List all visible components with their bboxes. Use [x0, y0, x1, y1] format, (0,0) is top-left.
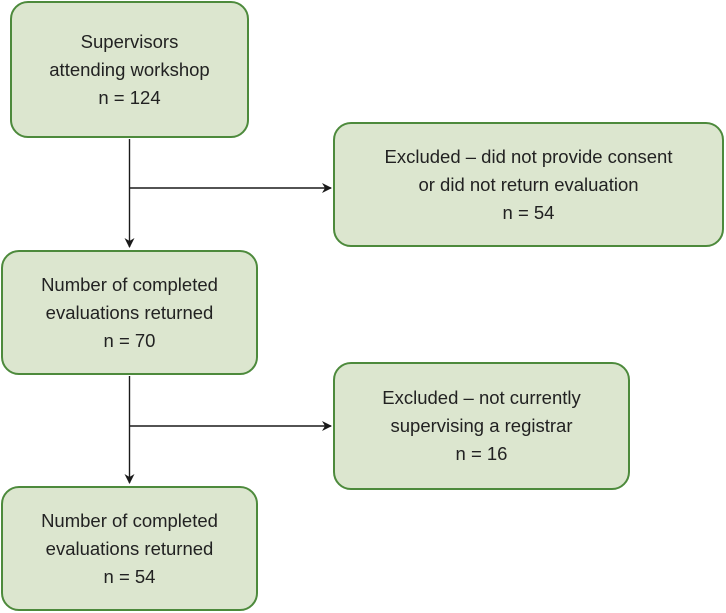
- box-completed-evaluations-70: Number of completed evaluations returned…: [1, 250, 258, 375]
- box-count: n = 16: [455, 443, 508, 464]
- box-count: n = 54: [103, 565, 156, 587]
- box-text-line: or did not return evaluation: [418, 173, 639, 195]
- box-count: n = 124: [98, 86, 161, 108]
- box-text-line: evaluations returned: [45, 301, 214, 323]
- box-count: n = 70: [103, 329, 156, 351]
- box-text-line: supervising a registrar: [390, 415, 573, 436]
- box-excluded-consent: Excluded – did not provide consent or di…: [333, 122, 724, 247]
- box-text-line: Excluded – not currently: [382, 387, 581, 408]
- box-text-line: Supervisors: [80, 30, 179, 52]
- box-completed-evaluations-54: Number of completed evaluations returned…: [1, 486, 258, 611]
- box-text-line: evaluations returned: [45, 537, 214, 559]
- box-excluded-not-supervising: Excluded – not currently supervising a r…: [333, 362, 630, 490]
- box-supervisors-attending: Supervisors attending workshop n = 124: [10, 1, 249, 138]
- box-text-line: Number of completed: [41, 273, 218, 295]
- box-text-line: Excluded – did not provide consent: [384, 145, 673, 167]
- box-count: n = 54: [502, 201, 555, 223]
- box-text-line: attending workshop: [49, 58, 210, 80]
- box-text-line: Number of completed: [41, 509, 218, 531]
